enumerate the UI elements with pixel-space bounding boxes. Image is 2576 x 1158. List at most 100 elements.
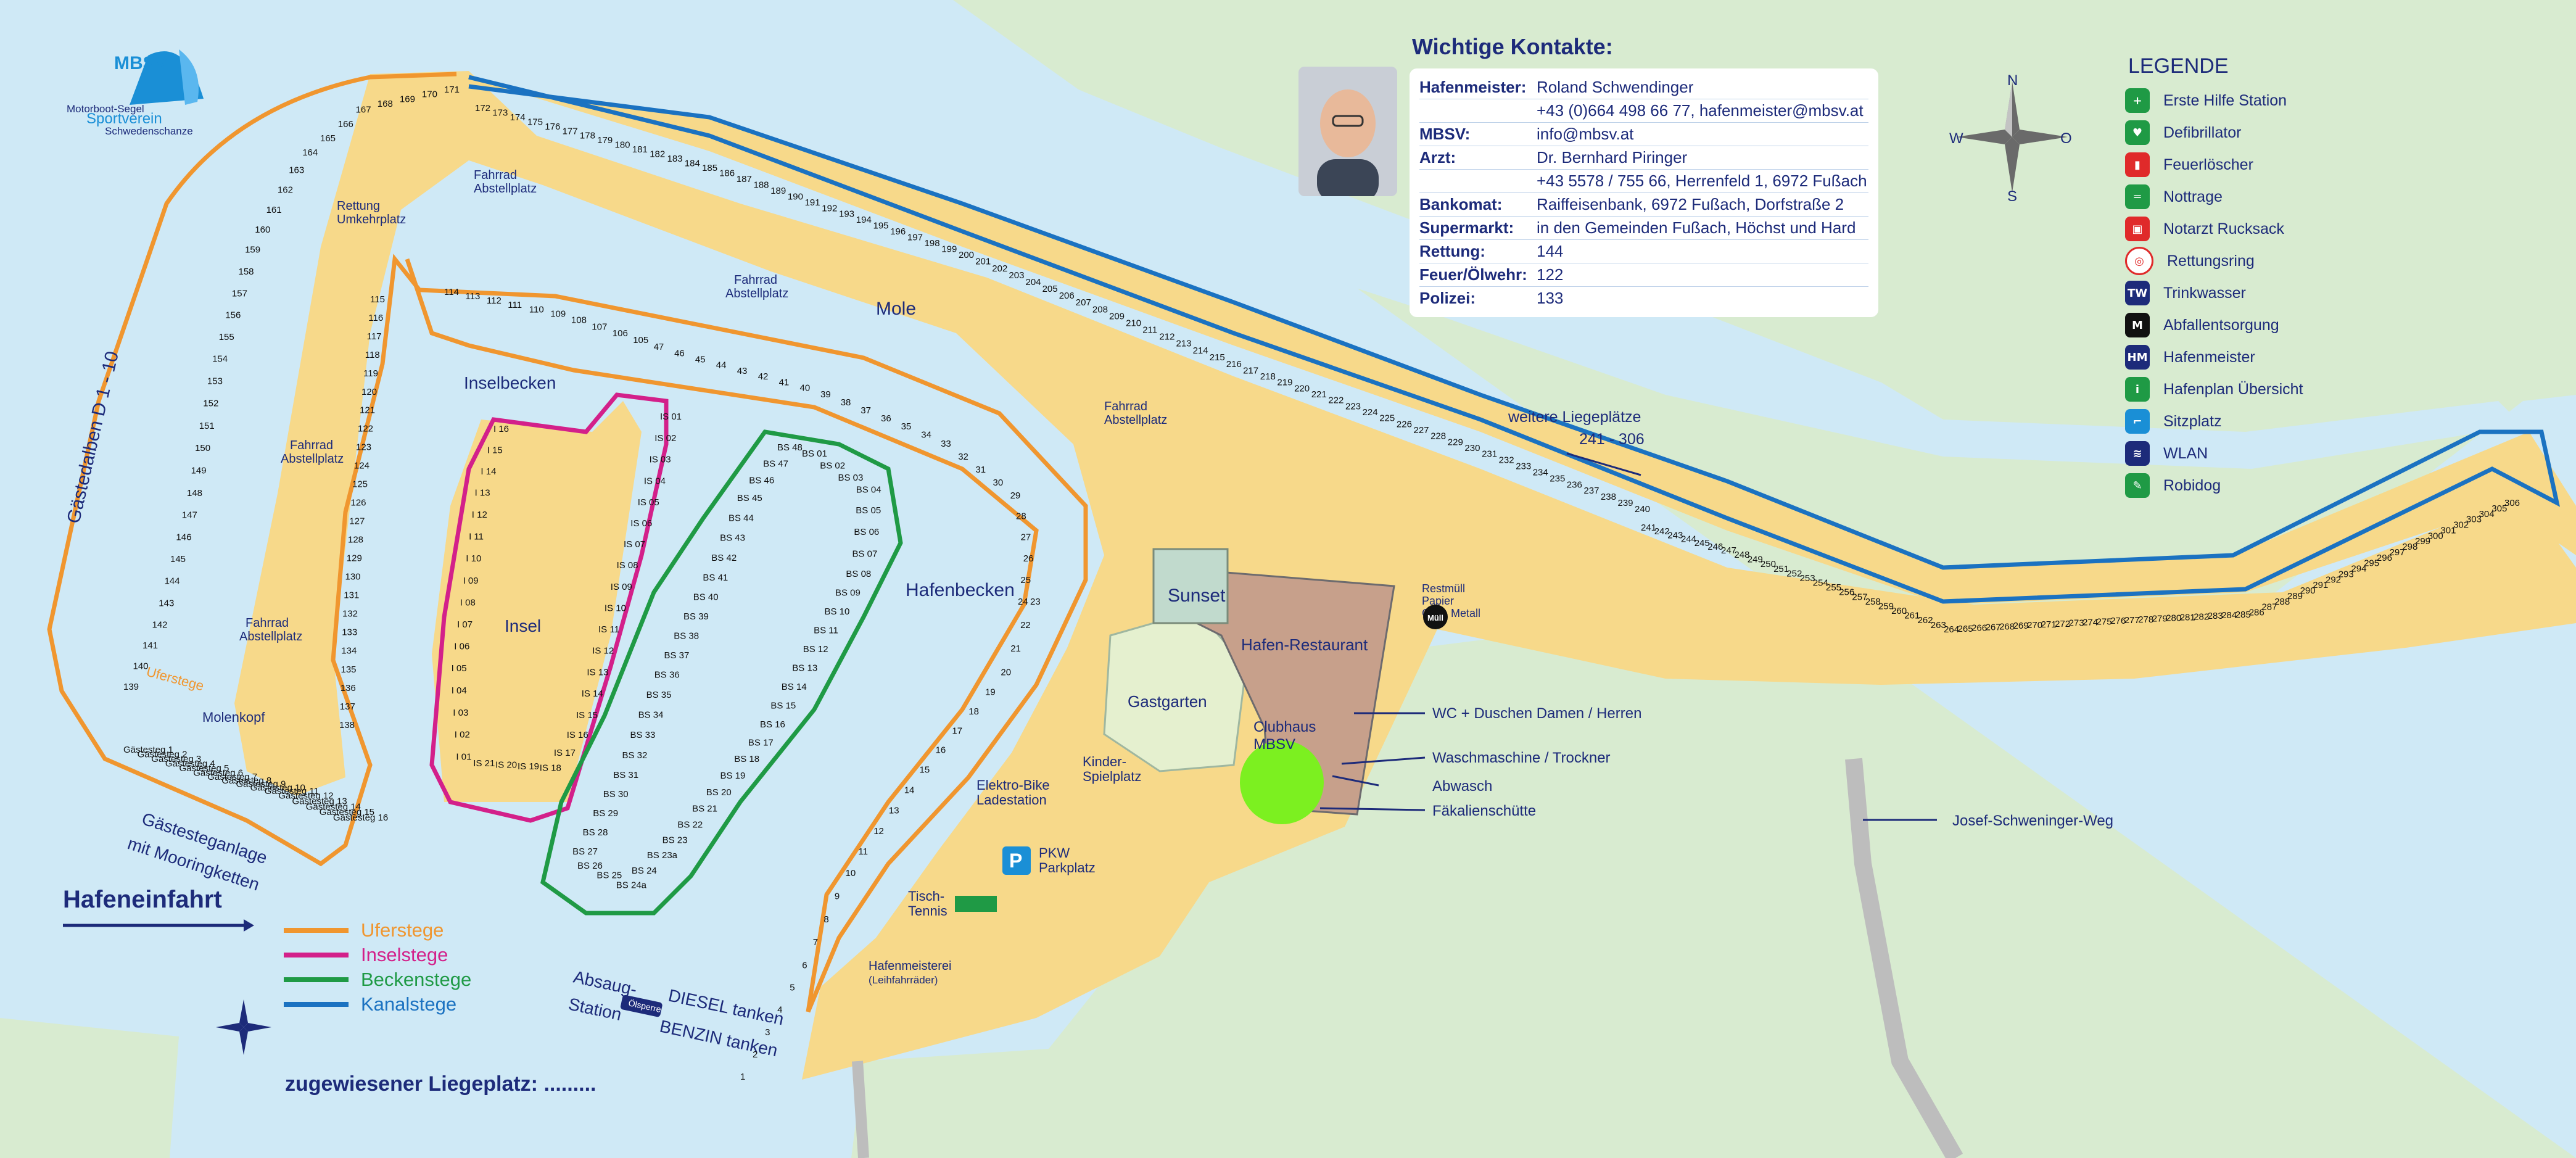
berth-label: 144 [165, 576, 180, 587]
berth-label: 289 [2287, 591, 2303, 602]
berth-label: 193 [839, 209, 854, 220]
berth-label: 156 [225, 310, 241, 321]
berth-label: 176 [545, 122, 560, 132]
berth-label: 177 [563, 126, 578, 136]
berth-label: I 15 [487, 445, 503, 455]
berth-label: 27 [1021, 532, 1031, 543]
berth-label: 301 [2440, 525, 2456, 536]
arrow-wasch [1341, 756, 1426, 765]
berth-label: 36 [881, 413, 891, 424]
logo-line3: Schwedenschanze [105, 125, 193, 137]
label-fahrrad-3: Fahrrad [246, 616, 289, 630]
inselstege-outline [429, 392, 669, 823]
berth-label: 122 [358, 424, 373, 434]
berth-label: 41 [779, 377, 790, 387]
berth-label: 110 [529, 304, 544, 315]
berth-label: 202 [992, 263, 1007, 274]
label-papier: Papier [1422, 595, 1454, 607]
legend-item-label: Notarzt Rucksack [2163, 220, 2284, 238]
berth-label: BS 21 [692, 804, 717, 814]
berth-label: Gästesteg 9 [236, 779, 286, 790]
berth-label: 3 [765, 1027, 770, 1038]
berth-label: 149 [191, 466, 207, 476]
berth-label: 298 [2402, 542, 2417, 552]
berth-label: Gästesteg 12 [278, 791, 333, 801]
label-abstellplatz-5: Abstellplatz [1104, 413, 1167, 427]
berth-label: I 16 [493, 424, 509, 434]
road-josef-schweninger-weg [1845, 758, 1963, 1158]
berth-label: 18 [968, 706, 979, 717]
berth-label: IS 10 [605, 603, 626, 613]
berth-label: 140 [133, 661, 149, 672]
legend-item: ♥Defibrillator [2125, 117, 2335, 149]
berth-label: 47 [654, 342, 664, 352]
berth-label: 238 [1601, 492, 1616, 502]
legend-item: ✎Robidog [2125, 469, 2335, 502]
berth-label: 212 [1159, 332, 1174, 342]
berth-label: 163 [289, 165, 304, 176]
berth-label: 300 [2428, 531, 2443, 541]
berth-label: BS 06 [854, 527, 879, 537]
stege-legend-label: Beckenstege [361, 969, 472, 990]
selected-berth-marker[interactable] [1240, 740, 1324, 824]
berth-label: 106 [613, 328, 628, 339]
berth-label: 166 [338, 119, 353, 130]
berth-label: BS 47 [763, 459, 788, 469]
berth-label: BS 35 [646, 690, 672, 700]
berth-label: 127 [349, 516, 365, 527]
berth-label: Gästesteg 7 [207, 772, 257, 782]
arrow-faekalien [1319, 807, 1426, 811]
legend-item-label: WLAN [2163, 444, 2208, 462]
label-clubhaus: Clubhaus [1253, 719, 1316, 735]
berth-label: 296 [2377, 553, 2392, 563]
life-ring-icon: ◎ [2125, 247, 2153, 275]
berth-label: 291 [2313, 580, 2328, 590]
legend-panel: LEGENDE +Erste Hilfe Station♥Defibrillat… [2125, 54, 2335, 502]
berth-label: BS 30 [603, 789, 629, 800]
berth-label: 143 [159, 598, 174, 608]
berth-label: 113 [465, 291, 480, 302]
contacts-title: Wichtige Kontakte: [1412, 34, 1613, 59]
berth-label: 159 [245, 245, 260, 255]
label-clubhaus-mbsv: MBSV [1253, 736, 1295, 753]
berth-label: 185 [702, 163, 717, 173]
label-abstellplatz-4: Abstellplatz [725, 287, 788, 300]
berth-label: 150 [195, 443, 210, 453]
berth-label: 105 [633, 335, 648, 345]
berth-label: 293 [2339, 569, 2354, 579]
berth-label: 284 [2221, 610, 2237, 621]
label-abwasch: Abwasch [1432, 778, 1492, 795]
berth-label: 22 [1020, 620, 1031, 631]
label-molenkopf: Molenkopf [202, 709, 265, 725]
berth-label: 26 [1023, 553, 1034, 564]
contact-value: +43 5578 / 755 66, Herrenfeld 1, 6972 Fu… [1537, 172, 1867, 190]
berth-label: IS 11 [598, 624, 619, 635]
berth-label: 255 [1826, 582, 1841, 593]
berth-label: 181 [632, 144, 648, 155]
berth-label: 280 [2166, 613, 2181, 624]
berth-label: 184 [685, 158, 700, 168]
berth-label: 200 [959, 250, 974, 260]
legend-item: ▣Notarzt Rucksack [2125, 213, 2335, 245]
berth-label: 120 [361, 387, 377, 397]
label-kinder: Kinder- [1083, 754, 1126, 769]
berth-label: BS 42 [711, 553, 737, 563]
berth-label: 220 [1294, 383, 1310, 394]
berth-label: 274 [2083, 618, 2098, 628]
berth-label: 119 [363, 368, 378, 379]
berth-label: 195 [873, 221, 889, 231]
berth-label: 295 [2364, 558, 2379, 569]
berth-label: 302 [2453, 520, 2469, 531]
berth-label: BS 44 [729, 513, 754, 523]
berth-label: 123 [356, 442, 371, 453]
berth-label: 232 [1499, 455, 1514, 466]
legend-item-label: Hafenmeister [2163, 348, 2255, 366]
berth-label: 261 [1904, 611, 1920, 621]
berth-label: 216 [1226, 359, 1242, 370]
legend-list: +Erste Hilfe Station♥Defibrillator▮Feuer… [2125, 85, 2335, 502]
berth-label: 228 [1430, 431, 1446, 442]
berth-label: 107 [592, 321, 607, 332]
berth-label: 215 [1210, 352, 1225, 363]
contact-value: Raiffeisenbank, 6972 Fußach, Dorfstraße … [1537, 195, 1844, 213]
berth-label: 15 [920, 765, 930, 775]
